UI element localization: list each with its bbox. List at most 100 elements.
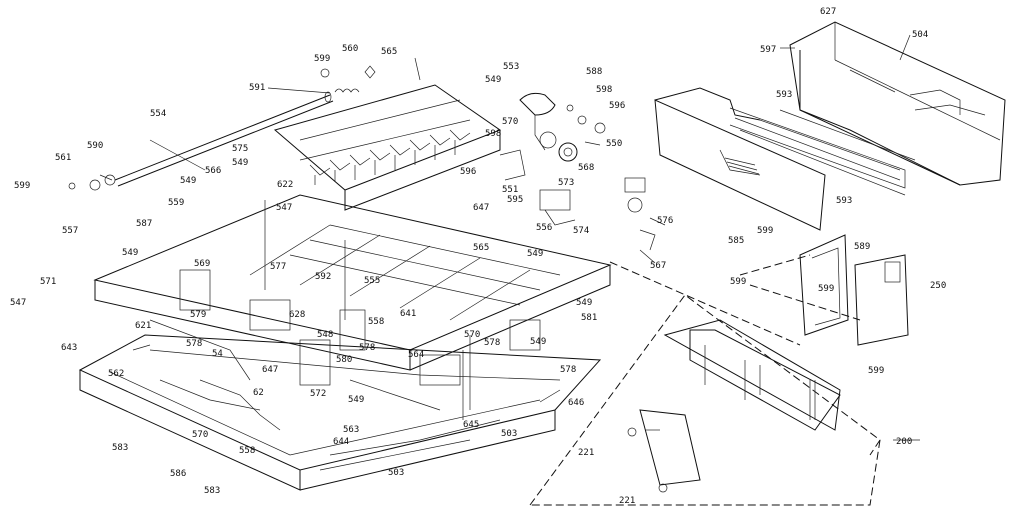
label-596b: 596 <box>460 167 476 177</box>
label-553: 553 <box>503 62 519 72</box>
label-503b: 503 <box>388 468 404 478</box>
label-570: 570 <box>502 117 518 127</box>
label-587: 587 <box>136 219 152 229</box>
label-549d: 549 <box>122 248 138 258</box>
label-598b: 598 <box>485 129 501 139</box>
label-549g: 549 <box>530 337 546 347</box>
label-595: 595 <box>507 195 523 205</box>
label-572: 572 <box>310 389 326 399</box>
label-576: 576 <box>657 216 673 226</box>
label-221b: 221 <box>619 496 635 506</box>
label-557: 557 <box>62 226 78 236</box>
label-564: 564 <box>408 350 424 360</box>
label-567: 567 <box>650 261 666 271</box>
label-647b: 647 <box>262 365 278 375</box>
label-592: 592 <box>315 272 331 282</box>
label-250: 250 <box>930 281 946 291</box>
label-549e: 549 <box>527 249 543 259</box>
label-596: 596 <box>609 101 625 111</box>
label-645: 645 <box>463 420 479 430</box>
shaft-554 <box>68 65 376 191</box>
label-646: 646 <box>568 398 584 408</box>
label-599c: 599 <box>757 226 773 236</box>
label-599b: 599 <box>14 181 30 191</box>
label-589: 589 <box>854 242 870 252</box>
label-504: 504 <box>912 30 928 40</box>
label-588: 588 <box>586 67 602 77</box>
label-566: 566 <box>205 166 221 176</box>
label-549c: 549 <box>180 176 196 186</box>
label-598: 598 <box>596 85 612 95</box>
label-577: 577 <box>270 262 286 272</box>
label-554: 554 <box>150 109 166 119</box>
part-labels: 627 597 504 599 560 565 591 549 553 588 … <box>10 7 946 506</box>
label-628: 628 <box>289 310 305 320</box>
label-575: 575 <box>232 144 248 154</box>
label-570b: 570 <box>464 330 480 340</box>
label-586: 586 <box>170 469 186 479</box>
label-641: 641 <box>400 309 416 319</box>
label-548: 548 <box>317 330 333 340</box>
label-571: 571 <box>40 277 56 287</box>
label-570c: 570 <box>192 430 208 440</box>
label-643: 643 <box>61 343 77 353</box>
label-200: 200 <box>896 437 912 447</box>
label-580: 580 <box>336 355 352 365</box>
label-579: 579 <box>190 310 206 320</box>
label-562: 562 <box>108 369 124 379</box>
label-597: 597 <box>760 45 776 55</box>
comb-plate-565 <box>273 84 502 211</box>
label-563: 563 <box>343 425 359 435</box>
label-549h: 549 <box>348 395 364 405</box>
label-550: 550 <box>606 139 622 149</box>
label-549b: 549 <box>232 158 248 168</box>
label-555: 555 <box>364 276 380 286</box>
label-551: 551 <box>502 185 518 195</box>
label-593: 593 <box>776 90 792 100</box>
label-599: 599 <box>314 54 330 64</box>
label-593b: 593 <box>836 196 852 206</box>
label-559: 559 <box>168 198 184 208</box>
dashed-leaders <box>609 254 881 456</box>
label-578b: 578 <box>359 343 375 353</box>
label-578d: 578 <box>560 365 576 375</box>
label-622: 622 <box>277 180 293 190</box>
gear-assembly <box>499 92 656 251</box>
label-547b: 547 <box>10 298 26 308</box>
label-647: 647 <box>473 203 489 213</box>
bracket-589 <box>799 234 909 346</box>
label-556: 556 <box>536 223 552 233</box>
label-560: 560 <box>342 44 358 54</box>
label-568: 568 <box>578 163 594 173</box>
label-574: 574 <box>573 226 589 236</box>
panel-585 <box>654 87 916 231</box>
label-585: 585 <box>728 236 744 246</box>
label-503: 503 <box>501 429 517 439</box>
label-565: 565 <box>381 47 397 57</box>
label-565b: 565 <box>473 243 489 253</box>
label-583: 583 <box>112 443 128 453</box>
callout-leaders <box>99 34 920 441</box>
label-558: 558 <box>368 317 384 327</box>
label-561: 561 <box>55 153 71 163</box>
label-221: 221 <box>578 448 594 458</box>
enclosure-504 <box>780 21 1006 186</box>
label-549f: 549 <box>576 298 592 308</box>
label-578c: 578 <box>484 338 500 348</box>
label-547: 547 <box>276 203 292 213</box>
label-54: 54 <box>212 349 223 359</box>
label-644: 644 <box>333 437 349 447</box>
label-62: 62 <box>253 388 264 398</box>
label-558b: 558 <box>239 446 255 456</box>
label-578: 578 <box>186 339 202 349</box>
label-591: 591 <box>249 83 265 93</box>
label-599e: 599 <box>818 284 834 294</box>
label-549: 549 <box>485 75 501 85</box>
label-627: 627 <box>820 7 836 17</box>
label-581: 581 <box>581 313 597 323</box>
label-569: 569 <box>194 259 210 269</box>
label-583b: 583 <box>204 486 220 496</box>
main-chassis <box>78 194 612 491</box>
label-599f: 599 <box>868 366 884 376</box>
